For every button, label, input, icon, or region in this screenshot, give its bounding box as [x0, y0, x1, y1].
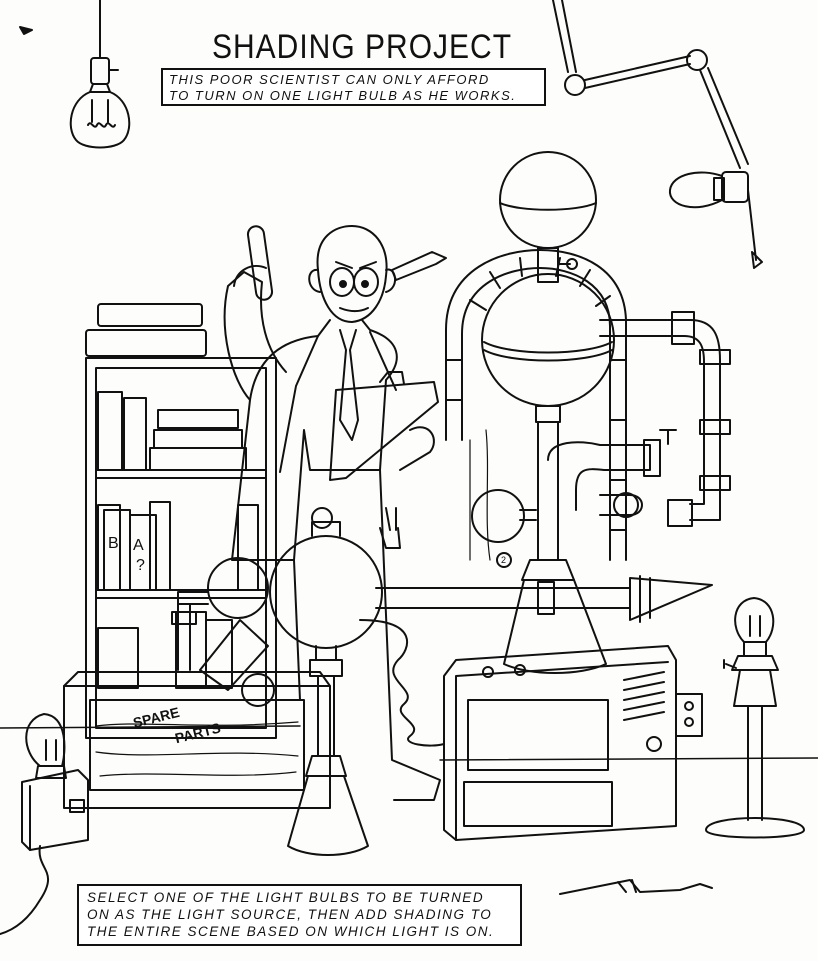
- book-letter-a: A: [133, 537, 144, 554]
- swing-arm-lamp-icon: [553, 0, 762, 268]
- intro-note-box: THIS POOR SCIENTIST CAN ONLY AFFORD TO T…: [161, 68, 546, 106]
- page-title: SHADING PROJECT: [212, 28, 513, 66]
- instructions-line-2: ON AS THE LIGHT SOURCE, THEN ADD SHADING…: [87, 906, 493, 922]
- bookshelf: [86, 304, 276, 738]
- instructions-box: SELECT ONE OF THE LIGHT BULBS TO BE TURN…: [77, 884, 522, 946]
- floor-lamp-bulb-icon[interactable]: [735, 598, 773, 642]
- crate-label-line2: PARTS: [173, 720, 222, 747]
- swing-arm-lamp-bulb-icon[interactable]: [670, 172, 724, 207]
- tesla-apparatus: [472, 152, 614, 673]
- intro-line-2: TO TURN ON ONE LIGHT BULB AS HE WORKS.: [169, 88, 517, 104]
- scientist-figure: [225, 225, 446, 800]
- left-sphere-apparatus: [172, 508, 444, 855]
- horizontal-rod-with-cone: [376, 576, 712, 622]
- gauge-number-label: 2: [501, 555, 506, 565]
- switch-box-icon: [0, 766, 88, 934]
- floor-lamp-icon: [706, 642, 804, 838]
- instructions-line-3: THE ENTIRE SCENE BASED ON WHICH LIGHT IS…: [87, 923, 495, 939]
- svg-text:2: 2: [501, 555, 506, 565]
- pipe-network: [548, 312, 730, 526]
- stone-archway: [446, 250, 626, 560]
- corner-mark: [20, 27, 32, 34]
- generator-cabinet: [444, 646, 702, 840]
- book-letter-b: B: [108, 535, 119, 552]
- ceiling-hanging-bulb-icon[interactable]: [71, 0, 130, 148]
- book-letter-labels: A ? B: [108, 535, 145, 574]
- floor-crack: [560, 880, 712, 894]
- book-letter-question: ?: [136, 557, 145, 574]
- intro-line-1: THIS POOR SCIENTIST CAN ONLY AFFORD: [169, 72, 490, 87]
- switch-box-bulb-icon[interactable]: [26, 714, 64, 766]
- instructions-line-1: SELECT ONE OF THE LIGHT BULBS TO BE TURN…: [87, 890, 485, 905]
